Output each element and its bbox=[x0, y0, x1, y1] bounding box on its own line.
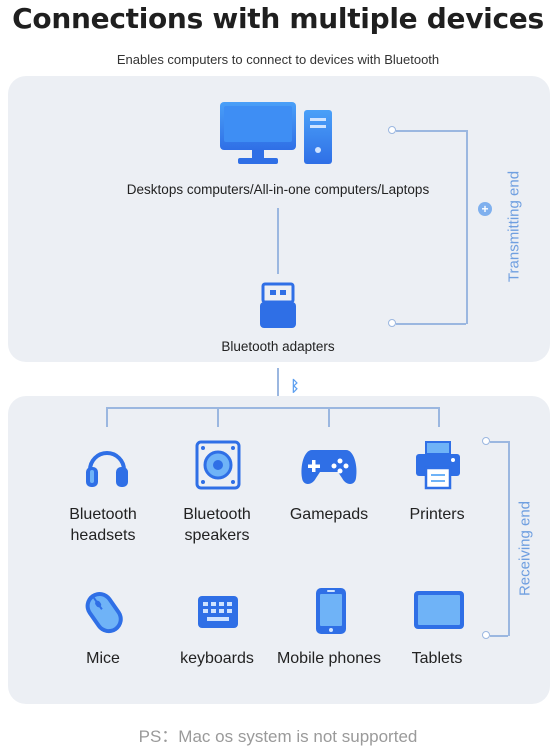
device-label-speakers: Bluetooth speakers bbox=[183, 506, 251, 544]
gamepad-icon bbox=[301, 450, 357, 484]
headphones-icon bbox=[86, 451, 128, 487]
receiving-panel bbox=[8, 396, 550, 704]
branch-line bbox=[217, 407, 219, 427]
computer-label: Desktops computers/All-in-one computers/… bbox=[126, 182, 430, 197]
bracket-dot bbox=[388, 126, 396, 134]
adapter-label: Bluetooth adapters bbox=[221, 339, 335, 354]
transmitting-side-label: Transmitting end bbox=[505, 170, 523, 283]
bracket-line bbox=[396, 323, 466, 325]
device-label-headsets: Bluetooth headsets bbox=[69, 506, 137, 544]
bracket-line bbox=[396, 130, 466, 132]
usb-adapter-icon bbox=[260, 282, 296, 328]
phone-icon bbox=[316, 588, 346, 634]
keyboard-icon bbox=[198, 596, 238, 628]
device-label-phones: Mobile phones bbox=[276, 650, 382, 667]
bracket-line bbox=[490, 441, 508, 443]
page-title: Connections with multiple devices bbox=[12, 2, 544, 35]
mouse-icon bbox=[85, 592, 123, 634]
bracket-dot bbox=[388, 319, 396, 327]
device-label-gamepads: Gamepads bbox=[289, 506, 369, 523]
branch-line bbox=[106, 407, 108, 427]
device-label-printers: Printers bbox=[409, 506, 465, 523]
computer-icon bbox=[220, 102, 332, 164]
device-label-tablets: Tablets bbox=[411, 650, 463, 667]
plus-icon: + bbox=[478, 202, 492, 216]
panel-connector bbox=[277, 368, 279, 408]
bluetooth-icon: ᛒ bbox=[290, 378, 300, 395]
footer-note: PS：Mac os system is not supported bbox=[138, 727, 418, 746]
device-label-mice: Mice bbox=[86, 650, 120, 667]
page-subtitle: Enables computers to connect to devices … bbox=[116, 52, 440, 67]
bracket-line bbox=[490, 635, 508, 637]
branch-line bbox=[106, 407, 438, 409]
computer-adapter-connector bbox=[277, 208, 279, 274]
receiving-side-label: Receiving end bbox=[516, 500, 534, 597]
device-label-keyboards: keyboards bbox=[180, 650, 254, 667]
branch-line bbox=[328, 407, 330, 427]
bracket-line bbox=[466, 130, 468, 324]
printer-icon bbox=[416, 441, 460, 490]
bracket-dot bbox=[482, 631, 490, 639]
bracket-line bbox=[508, 441, 510, 636]
bracket-dot bbox=[482, 437, 490, 445]
speaker-icon bbox=[195, 440, 241, 490]
tablet-icon bbox=[414, 591, 464, 629]
branch-line bbox=[438, 407, 440, 427]
